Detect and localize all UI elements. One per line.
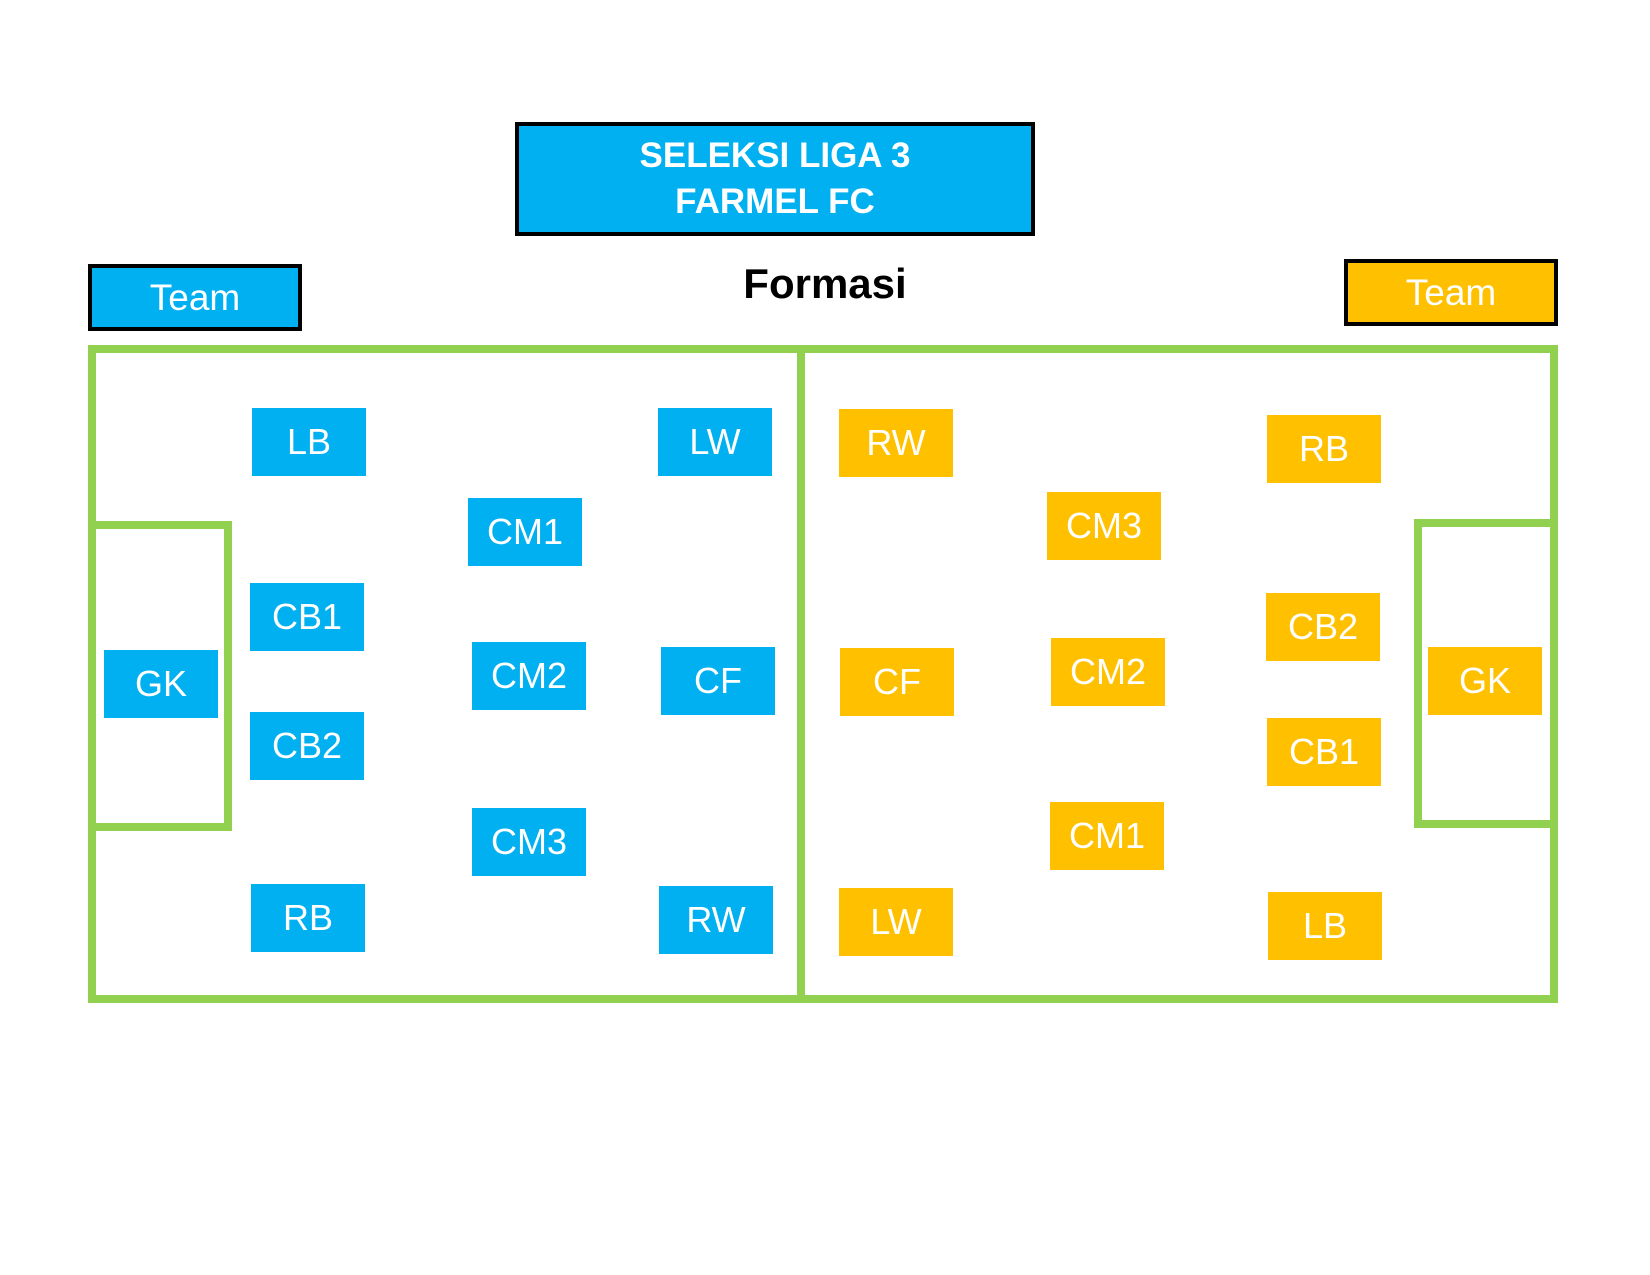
position-right-lb: LB <box>1268 892 1382 960</box>
position-right-cb2: CB2 <box>1266 593 1380 661</box>
halfway-line <box>797 345 805 1003</box>
title-box: SELEKSI LIGA 3 FARMEL FC <box>515 122 1035 236</box>
position-right-cm2: CM2 <box>1051 638 1165 706</box>
team-label-right: Team <box>1344 259 1558 326</box>
position-left-cm2: CM2 <box>472 642 586 710</box>
position-right-gk: GK <box>1428 647 1542 715</box>
position-right-rw: RW <box>839 409 953 477</box>
position-right-cf: CF <box>840 648 954 716</box>
goal-area-left <box>88 521 232 831</box>
formation-heading: Formasi <box>743 260 907 307</box>
position-left-rb: RB <box>251 884 365 952</box>
position-right-cm1: CM1 <box>1050 802 1164 870</box>
position-right-cm3: CM3 <box>1047 492 1161 560</box>
position-left-cf: CF <box>661 647 775 715</box>
position-right-rb: RB <box>1267 415 1381 483</box>
position-left-rw: RW <box>659 886 773 954</box>
team-label-left-text: Team <box>149 276 241 318</box>
title-line-1: SELEKSI LIGA 3 <box>639 136 911 175</box>
position-right-lw: LW <box>839 888 953 956</box>
position-right-cb1: CB1 <box>1267 718 1381 786</box>
team-label-left: Team <box>88 264 302 331</box>
position-left-cm3: CM3 <box>472 808 586 876</box>
position-left-cb2: CB2 <box>250 712 364 780</box>
position-left-lb: LB <box>252 408 366 476</box>
position-left-lw: LW <box>658 408 772 476</box>
position-left-cm1: CM1 <box>468 498 582 566</box>
goal-area-right <box>1414 519 1558 828</box>
team-label-right-text: Team <box>1405 271 1497 313</box>
title-line-2: FARMEL FC <box>675 182 875 221</box>
position-left-gk: GK <box>104 650 218 718</box>
position-left-cb1: CB1 <box>250 583 364 651</box>
